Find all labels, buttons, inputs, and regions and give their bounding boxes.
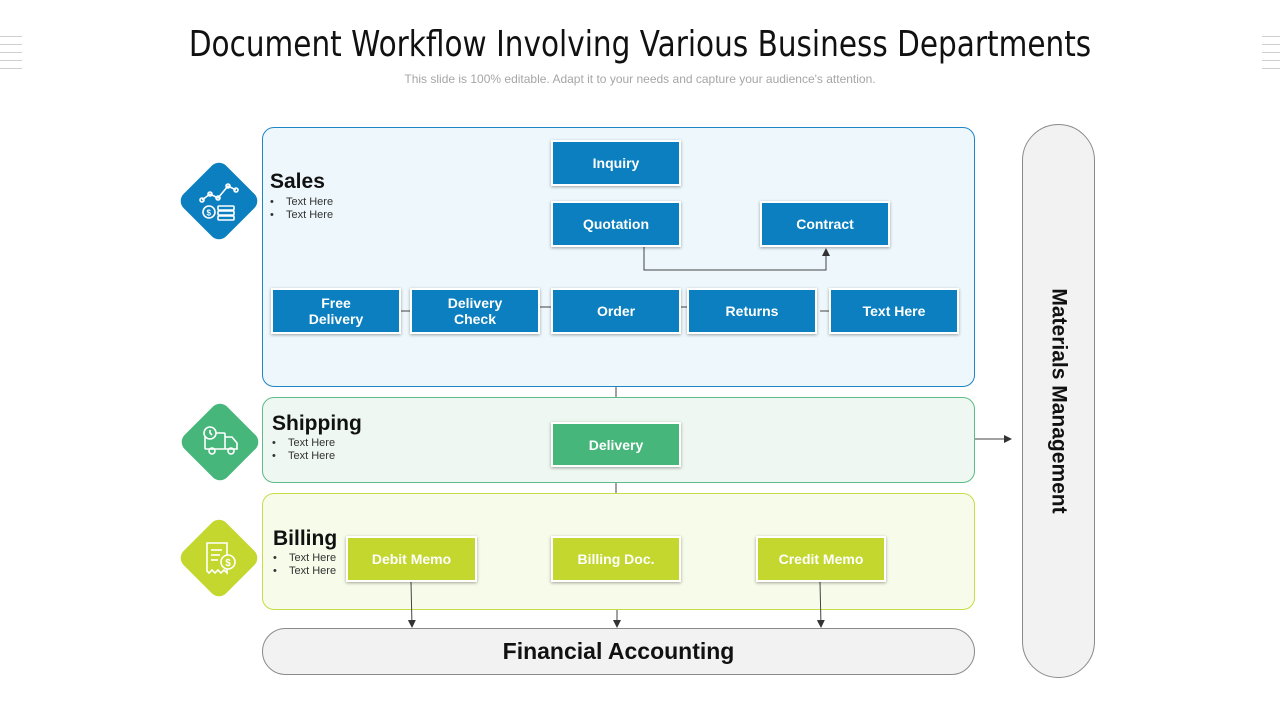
delivery-box: Delivery — [551, 422, 681, 467]
billing-title: Billing — [273, 527, 338, 550]
financial-accounting-bar: Financial Accounting — [262, 628, 975, 675]
returns-box: Returns — [687, 288, 817, 334]
sales-heading-group: Sales Text Here Text Here — [270, 170, 333, 222]
contract-box: Contract — [760, 201, 890, 247]
order-box: Order — [551, 288, 681, 334]
delivery-truck-icon — [190, 412, 250, 472]
svg-text:$: $ — [207, 209, 212, 218]
slide-subtitle: This slide is 100% editable. Adapt it to… — [404, 72, 876, 86]
free-delivery-box: Free Delivery — [271, 288, 401, 334]
materials-management-bar — [1022, 124, 1095, 678]
sales-title: Sales — [270, 170, 325, 193]
shipping-bullet-2: Text Here — [272, 450, 362, 463]
quotation-box: Quotation — [551, 201, 681, 247]
sales-chart-coins-icon: $ — [189, 171, 249, 231]
slide-title: Document Workflow Involving Various Busi… — [188, 24, 1092, 65]
text-here-box: Text Here — [829, 288, 959, 334]
decor-lines-left — [0, 36, 22, 70]
invoice-dollar-icon: $ — [189, 528, 249, 588]
billing-bullet-2: Text Here — [273, 565, 337, 578]
svg-text:$: $ — [225, 558, 231, 569]
billing-bullet-1: Text Here — [273, 552, 337, 565]
sales-bullet-2: Text Here — [270, 209, 333, 222]
decor-lines-right — [1262, 36, 1280, 70]
materials-management-label-wrap: Materials Management — [1022, 124, 1095, 678]
credit-memo-box: Credit Memo — [756, 536, 886, 582]
debit-memo-box: Debit Memo — [346, 536, 477, 582]
shipping-heading-group: Shipping Text Here Text Here — [272, 412, 362, 463]
shipping-bullet-1: Text Here — [272, 437, 362, 450]
shipping-title: Shipping — [272, 412, 362, 435]
billing-heading-group: Billing Text Here Text Here — [273, 527, 337, 578]
sales-bullet-1: Text Here — [270, 196, 333, 209]
materials-management-label: Materials Management — [1047, 288, 1071, 514]
delivery-check-box: Delivery Check — [410, 288, 540, 334]
inquiry-box: Inquiry — [551, 140, 681, 186]
billing-doc-box: Billing Doc. — [551, 536, 681, 582]
